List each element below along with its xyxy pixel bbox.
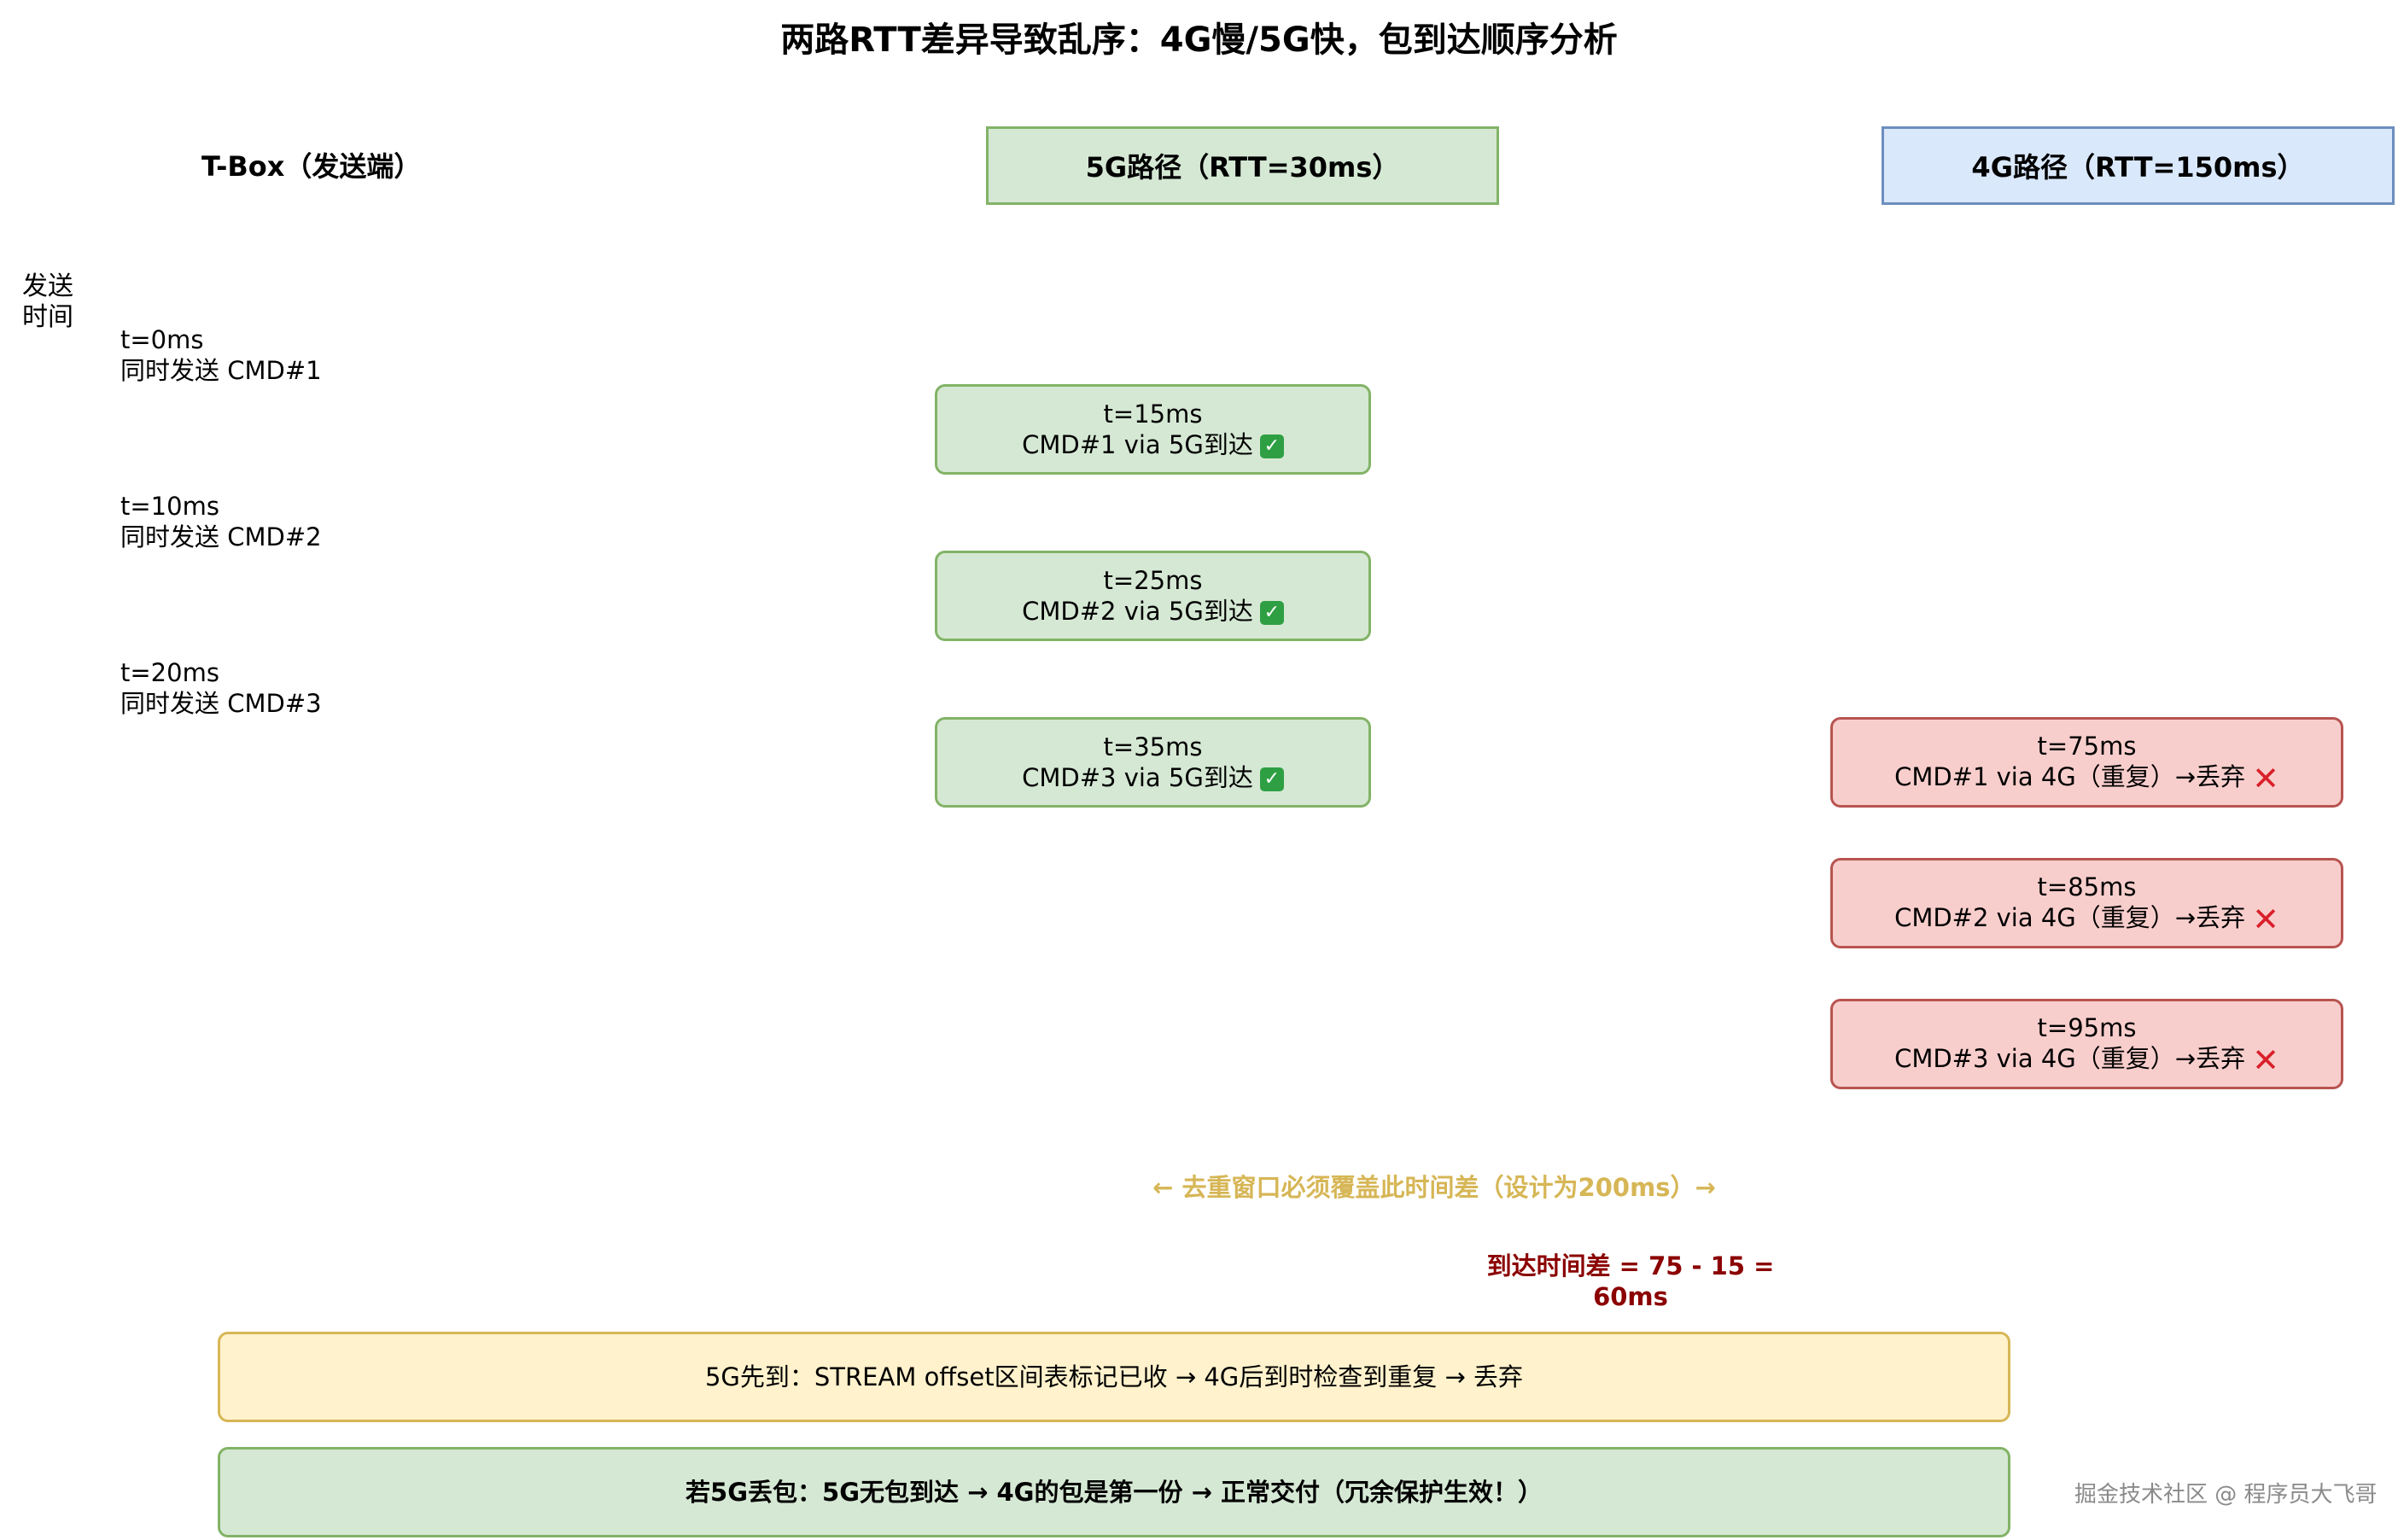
arrival-5g-cmd3: t=35ms CMD#3 via 5G到达✓	[935, 717, 1371, 808]
arrival-label: CMD#2 via 5G到达	[1022, 597, 1253, 626]
summary-dedup-text: 5G先到：STREAM offset区间表标记已收 → 4G后到时检查到重复 →…	[704, 1362, 1524, 1391]
send-event-cmd2: t=10ms 同时发送 CMD#2	[120, 491, 322, 552]
arrival-label: CMD#3 via 5G到达	[1022, 763, 1253, 792]
arrival-label: CMD#1 via 5G到达	[1022, 430, 1253, 459]
summary-loss-box: 若5G丢包：5G无包到达 → 4G的包是第一份 → 正常交付（冗余保护生效！）	[218, 1447, 2010, 1537]
arrival-time: t=75ms	[2037, 732, 2137, 761]
path-5g-header: 5G路径（RTT=30ms）	[986, 126, 1499, 205]
arrival-time: t=15ms	[1103, 400, 1203, 429]
path-4g-header: 4G路径（RTT=150ms）	[1882, 126, 2395, 205]
summary-loss-text: 若5G丢包：5G无包到达 → 4G的包是第一份 → 正常交付（冗余保护生效！）	[686, 1478, 1543, 1507]
send-label: 同时发送 CMD#2	[120, 522, 322, 551]
check-mark-icon: ✓	[1259, 601, 1284, 625]
watermark: 掘金技术社区 @ 程序员大飞哥	[2074, 1482, 2378, 1508]
check-mark-icon: ✓	[1259, 435, 1284, 458]
send-time: t=20ms	[120, 658, 219, 687]
cross-mark-icon: ✕	[2252, 1041, 2279, 1079]
arrival-5g-cmd1: t=15ms CMD#1 via 5G到达 ✓	[935, 384, 1371, 475]
arrival-time: t=25ms	[1103, 566, 1203, 595]
send-time-axis-label: 发送 时间	[22, 271, 73, 333]
arrival-diff-note: 到达时间差 = 75 - 15 = 60ms	[1486, 1251, 1775, 1311]
dedup-window-note: ← 去重窗口必须覆盖此时间差（设计为200ms）→	[1152, 1173, 1716, 1202]
send-time: t=10ms	[120, 492, 219, 521]
arrival-label: CMD#2 via 4G（重复）→丢弃	[1894, 903, 2246, 932]
check-mark-icon: ✓	[1259, 767, 1284, 791]
arrival-4g-cmd2: t=85ms CMD#2 via 4G（重复）→丢弃✕	[1830, 858, 2343, 948]
arrival-time: t=35ms	[1103, 732, 1203, 761]
arrival-time: t=95ms	[2037, 1013, 2137, 1042]
axis-label-line1: 发送	[22, 271, 73, 301]
tbox-header: T-Box（发送端）	[201, 150, 422, 183]
axis-label-line2: 时间	[22, 302, 73, 332]
cross-mark-icon: ✕	[2252, 760, 2279, 797]
summary-dedup-box: 5G先到：STREAM offset区间表标记已收 → 4G后到时检查到重复 →…	[218, 1332, 2010, 1422]
send-label: 同时发送 CMD#1	[120, 356, 322, 385]
send-time: t=0ms	[120, 325, 204, 354]
arrival-label: CMD#3 via 4G（重复）→丢弃	[1894, 1044, 2246, 1073]
arrival-time: t=85ms	[2037, 872, 2137, 901]
arrival-5g-cmd2: t=25ms CMD#2 via 5G到达✓	[935, 551, 1371, 641]
cross-mark-icon: ✕	[2252, 901, 2279, 938]
send-event-cmd1: t=0ms 同时发送 CMD#1	[120, 324, 322, 386]
diagram-title: 两路RTT差异导致乱序：4G慢/5G快，包到达顺序分析	[780, 20, 1618, 60]
arrival-4g-cmd1: t=75ms CMD#1 via 4G（重复）→丢弃✕	[1830, 717, 2343, 808]
send-event-cmd3: t=20ms 同时发送 CMD#3	[120, 657, 322, 719]
arrival-label: CMD#1 via 4G（重复）→丢弃	[1894, 762, 2246, 791]
arrival-4g-cmd3: t=95ms CMD#3 via 4G（重复）→丢弃✕	[1830, 999, 2343, 1089]
send-label: 同时发送 CMD#3	[120, 689, 322, 718]
